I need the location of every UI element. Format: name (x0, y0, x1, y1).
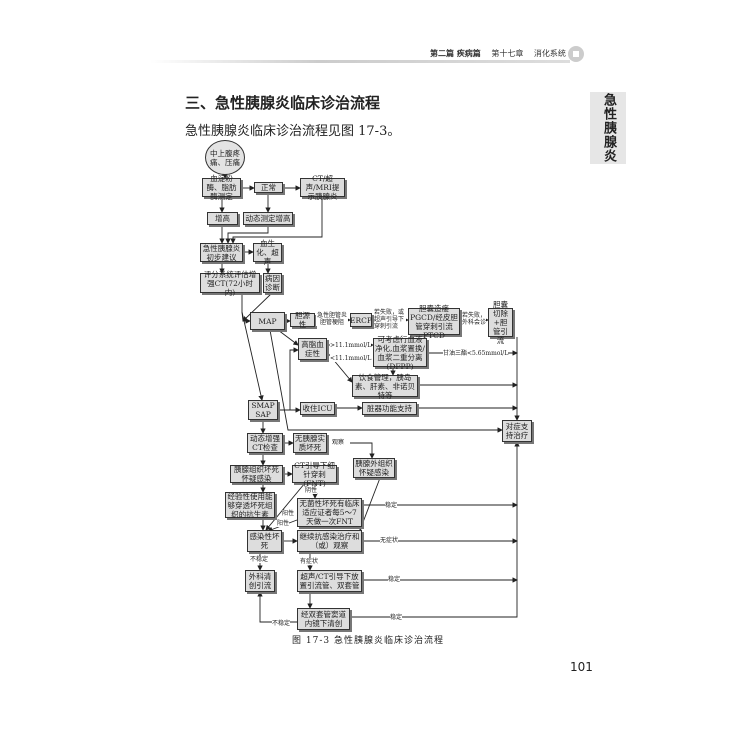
flow-normal: 正常 (254, 182, 283, 193)
header-section: 消化系统 (533, 49, 566, 58)
flow-map: MAP (250, 312, 285, 330)
flow-etiology: 病因诊断 (263, 273, 282, 293)
flow-arrow (230, 197, 323, 244)
flow-arrow (265, 482, 306, 531)
flow-organ: 脏器功能支持 (362, 402, 417, 415)
label-positive: 阳性 (282, 510, 295, 517)
label-no-symptom: 无症状 (380, 537, 399, 544)
page-number: 101 (570, 660, 593, 674)
flow-smap: SMAP SAP (248, 400, 278, 420)
label-symptom: 有症状 (300, 558, 319, 565)
figure-caption: 图 17-3 急性胰腺炎临床诊治流程 (292, 636, 444, 646)
label-fail-drain: 若失败，或超声引导下穿刺引流 (374, 309, 406, 330)
flow-start: 中上腹疼痛、压痛 (205, 140, 245, 175)
flow-initial: 急性胰腺炎初步建议 (200, 243, 243, 262)
flow-arrow (257, 591, 297, 623)
section-title: 三、急性胰腺炎临床诊治流程 (185, 94, 381, 112)
flow-supportive: 对症支持治疗 (502, 420, 532, 442)
label-tg: 甘油三酯<5.65mmol/L (443, 350, 509, 357)
label-observe: 观察 (332, 439, 345, 446)
flow-arrow (359, 477, 381, 531)
header-part: 第二篇 疾病篇 (430, 48, 481, 58)
flow-dynamic-elevated: 动态测定增高 (243, 212, 293, 225)
label-fail-surgery: 若失败，外科会诊 (462, 312, 487, 326)
flow-arrow (350, 441, 520, 618)
flow-endoscopic: 经双套管窦道内镜下清创 (297, 608, 350, 630)
flow-imaging: CT/超声/MRI提示胰腺炎 (300, 174, 345, 201)
flow-fnt: CT引导下细针穿刺(FNT) (292, 461, 337, 488)
flow-biochem: 血生化、超声 (253, 239, 282, 266)
flow-antibiotic: 经验性使用能够穿透坏死组织的抗生素 (225, 492, 275, 519)
label-positive: 阳性 (277, 520, 290, 527)
flow-lipid: 高脂血症性 (298, 338, 327, 360)
flow-dynamic-ct: 动态增强CT检查 (247, 433, 283, 453)
flow-infected: 感染性坏死 (247, 530, 282, 552)
label-lt: <11.1mmol/L (330, 355, 372, 362)
label-unstable: 不稳定 (272, 620, 291, 627)
flow-extra: 胰腺外组织怀疑感染 (353, 458, 395, 478)
flow-surgical: 外科清创引流 (245, 570, 275, 592)
flow-arrow (242, 292, 273, 322)
header-plus-icon (568, 46, 584, 62)
flow-sterile: 无菌性坏死有临床适应证者每5～7天做一次FNT (297, 498, 362, 527)
flow-elevated: 增高 (207, 212, 238, 225)
header-rule (150, 60, 570, 63)
label-stable: 稳定 (385, 502, 398, 509)
label-cholangitis: 急性胆管炎 胆管梗阻 (316, 312, 348, 326)
flow-pgcd: 胆囊造瘘PGCD/经皮胆管穿刺引流PTCD (408, 304, 460, 340)
label-stable: 稳定 (390, 614, 403, 621)
flow-icu: 收住ICU (300, 402, 335, 415)
intro-text: 急性胰腺炎临床诊治流程见图 17-3。 (185, 124, 401, 139)
flow-scoring: 评分系统评估增强CT(72小时内) (200, 270, 260, 297)
flow-purify: 可考虑行血液净化,血浆置换/血浆二重分离(DFPP) (373, 335, 427, 371)
flow-amylase: 血淀粉酶、脂肪酶测定 (202, 174, 241, 201)
flow-continue: 继续抗感染治疗和（或）观察 (297, 530, 362, 552)
flow-arrow (289, 347, 299, 410)
flow-ercp: ERCP (350, 313, 372, 327)
running-header: 第二篇 疾病篇 第十七章 消化系统 (430, 48, 574, 59)
label-stable: 稳定 (388, 576, 401, 583)
label-gt: >11.1mmol/L (330, 342, 372, 349)
side-tab: 急性胰腺炎 (590, 92, 626, 164)
flow-drain: 超声/CT引导下放置引流管、双套管 (297, 570, 362, 592)
flow-suspect: 胰腺组织坏死怀疑感染 (230, 465, 283, 483)
flow-biliary: 胆源性 (290, 311, 315, 329)
label-negative: 阴性 (305, 487, 318, 494)
flow-arrow (277, 329, 299, 346)
flow-arrow (269, 329, 503, 433)
flow-diet: 饮食管理，胰岛素、肝素、非诺贝特等 (352, 373, 418, 400)
flow-arrow (350, 442, 375, 459)
label-unstable: 不稳定 (250, 556, 269, 563)
header-chapter: 第十七章 (491, 49, 524, 58)
flow-arrow (225, 225, 269, 244)
flow-arrow (241, 311, 264, 401)
flow-no-necrosis: 无胰腺实质坏死 (293, 433, 327, 453)
flow-cholecystectomy: 胆囊切除+胆管引流 (488, 300, 513, 345)
